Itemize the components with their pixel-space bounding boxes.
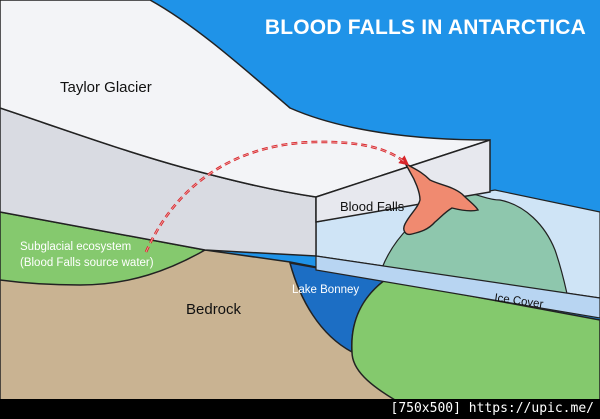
ice-cover xyxy=(315,255,600,319)
footer-bar: [750x500] https://upic.me/ xyxy=(0,399,600,419)
diagram-title: BLOOD FALLS IN ANTARCTICA xyxy=(265,16,586,39)
label-lake-bonney: Lake Bonney xyxy=(292,284,359,296)
label-ecosystem-line1: Subglacial ecosystem xyxy=(20,241,131,253)
blood-falls-outflow xyxy=(403,162,480,236)
footer-text: [750x500] https://upic.me/ xyxy=(390,401,595,416)
green-ground xyxy=(351,279,600,401)
subglacial-ecosystem xyxy=(0,211,208,286)
label-taylor-glacier: Taylor Glacier xyxy=(60,79,152,96)
label-bedrock: Bedrock xyxy=(186,301,242,318)
glacier-front xyxy=(315,138,491,223)
label-blood-falls: Blood Falls xyxy=(340,199,405,214)
flow-arrow-outline xyxy=(145,141,407,253)
label-ecosystem-line2: (Blood Falls source water) xyxy=(20,257,154,269)
